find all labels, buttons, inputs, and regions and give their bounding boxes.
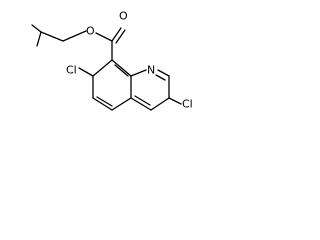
bond-oxygen-carbonyl <box>95 32 113 42</box>
bond-methyl-top <box>31 24 42 33</box>
chlorine-7-label: Cl <box>66 64 77 77</box>
bond-c4-c4a <box>130 97 152 111</box>
bond-ch2-oxygen <box>62 30 87 42</box>
bond-c8a-n <box>130 69 147 77</box>
bond-c6-c5 <box>92 97 113 111</box>
bond-carbonyl-double-2 <box>115 29 126 44</box>
atom-labels: O O N Cl Cl <box>66 10 193 111</box>
bond-c7-cl <box>78 67 94 77</box>
bond-n-c2 <box>157 69 170 77</box>
bonds <box>31 24 182 111</box>
bond-c8-c8a <box>111 59 132 77</box>
bond-c8-c8a-inner <box>114 64 129 77</box>
ester-oxygen-label: O <box>86 25 95 38</box>
bond-c6-c5-inner <box>96 96 113 107</box>
bond-c3-c4 <box>150 97 170 111</box>
bond-methyl-bottom <box>36 31 42 47</box>
chlorine-3-label: Cl <box>182 98 193 111</box>
bond-c8-c7 <box>92 59 113 77</box>
bond-n-c2-inner <box>155 74 166 81</box>
bond-carbonyl-double-1 <box>111 27 122 42</box>
carbonyl-oxygen-label: O <box>119 10 128 23</box>
bond-c4-c4a-inner <box>134 95 151 106</box>
bond-ch-ch2 <box>40 31 64 42</box>
ring-nitrogen-label: N <box>147 64 155 77</box>
bond-c5-c4a <box>111 97 132 111</box>
bond-c3-cl <box>168 97 182 105</box>
molecule-structure-diagram: O O N Cl Cl <box>31 10 193 111</box>
